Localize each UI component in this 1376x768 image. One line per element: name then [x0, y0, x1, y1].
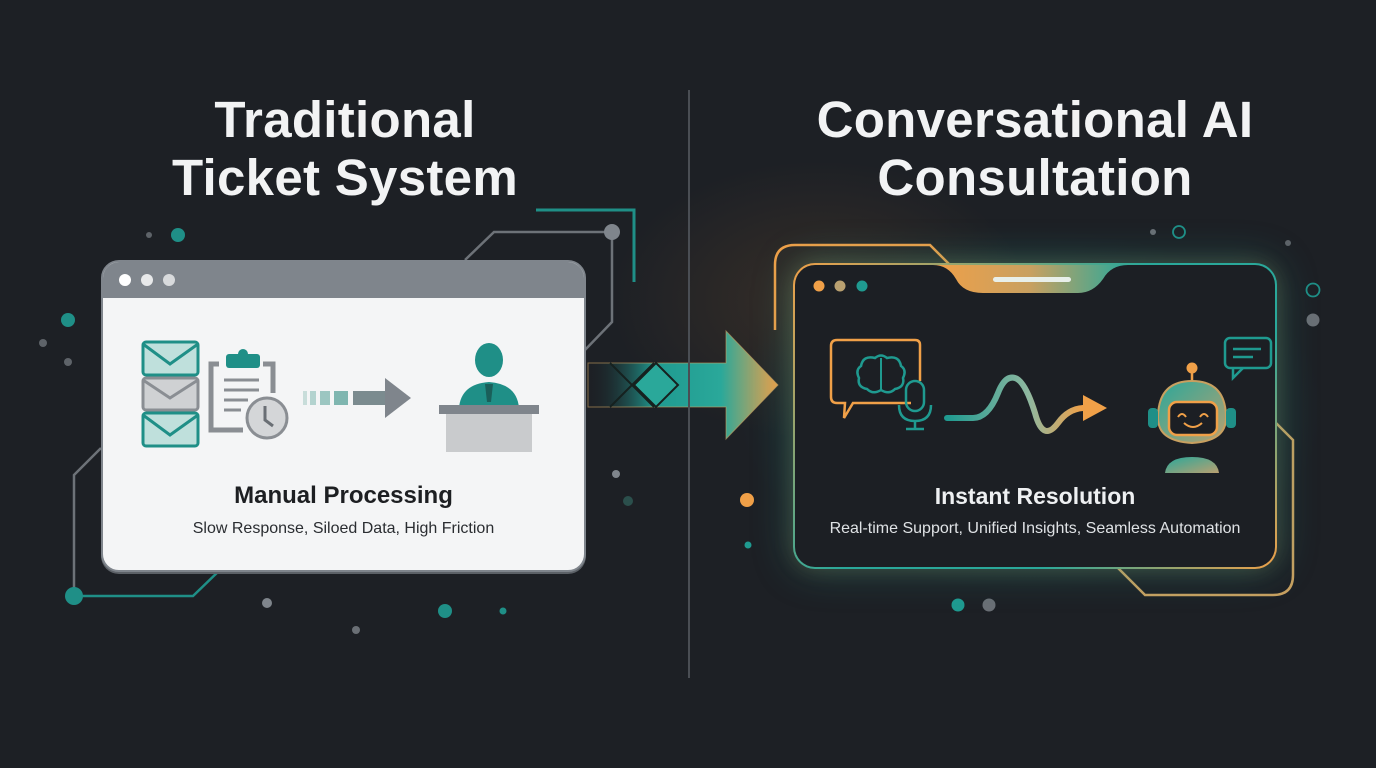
window-dot-icon	[834, 280, 846, 292]
dashed-arrow-icon	[303, 378, 411, 418]
divider	[688, 90, 690, 678]
window-dot-icon	[813, 280, 825, 292]
brain-speech-bubble-icon	[829, 338, 922, 419]
instant-resolution-caption: Instant Resolution	[934, 483, 1136, 509]
gradient-arrow-icon	[587, 329, 779, 441]
window-titlebar	[103, 262, 584, 298]
manual-processing-caption: Manual Processing	[234, 482, 453, 509]
microphone-icon	[897, 379, 933, 431]
window-dot-icon	[856, 280, 868, 292]
right-title-line1: Conversational AI	[816, 91, 1254, 148]
manual-processing-subcaption: Slow Response, Siloed Data, High Frictio…	[192, 520, 495, 537]
envelope-stack-icon	[141, 340, 200, 448]
traditional-window: Manual Processing Slow Response, Siloed …	[101, 260, 586, 572]
instant-resolution-subcaption: Real-time Support, Unified Insights, Sea…	[829, 520, 1241, 537]
wave-arrow-icon	[944, 374, 1107, 434]
chat-bubble-icon	[1223, 336, 1273, 382]
left-title-line2: Ticket System	[172, 149, 518, 206]
left-title: Traditional Ticket System	[120, 91, 570, 207]
agent-at-desk-icon	[439, 343, 539, 452]
right-title-line2: Consultation	[877, 149, 1193, 206]
left-title-line1: Traditional	[214, 91, 476, 148]
right-title: Conversational AI Consultation	[780, 91, 1290, 207]
right-illustration	[813, 265, 1273, 473]
left-illustration	[141, 340, 539, 452]
ai-window: Instant Resolution Real-time Support, Un…	[793, 263, 1277, 569]
robot-icon	[1148, 362, 1236, 473]
window-dot-icon	[119, 274, 131, 286]
window-dot-icon	[141, 274, 153, 286]
clipboard-clock-icon	[208, 349, 289, 440]
window-dot-icon	[163, 274, 175, 286]
